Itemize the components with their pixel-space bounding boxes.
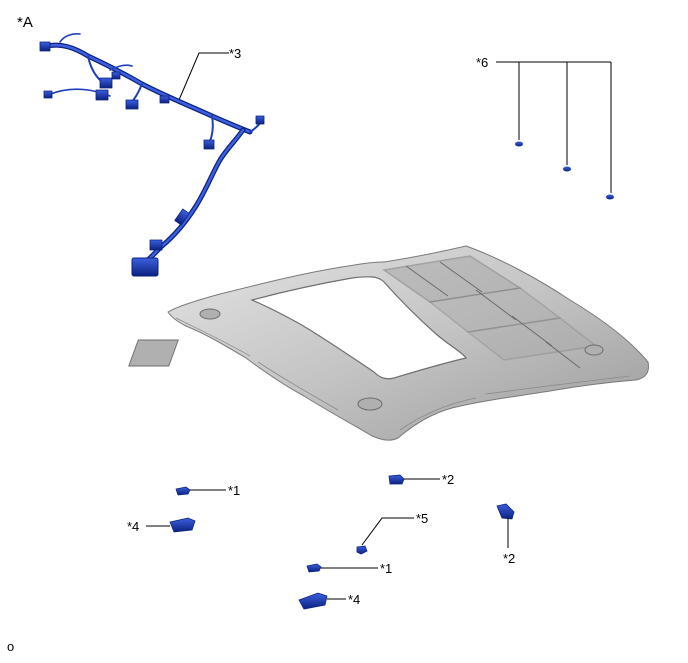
callout-5: *5	[416, 511, 429, 526]
view-label: *A	[17, 14, 33, 31]
clip-center	[388, 474, 405, 485]
callout-1-right: *1	[380, 561, 393, 576]
callout-2-center: *2	[442, 472, 455, 487]
lamp-right	[298, 592, 328, 610]
callout-4-right: *4	[348, 592, 361, 607]
roof-headliner	[128, 245, 649, 441]
lamp-bracket-left	[175, 486, 191, 496]
clip	[606, 194, 614, 200]
lamp-bracket-right	[306, 563, 322, 573]
clips-group	[496, 61, 614, 200]
callout-4-left: *4	[127, 519, 140, 534]
callout-6: *6	[476, 55, 489, 70]
clip	[515, 141, 523, 147]
connector	[39, 41, 51, 52]
connector-main	[131, 257, 159, 277]
clip	[563, 166, 571, 172]
footer-code: o	[7, 639, 15, 654]
sunroof-opening	[250, 276, 467, 380]
clip-right	[496, 503, 515, 520]
small-parts	[146, 474, 515, 610]
clip-small	[356, 545, 368, 555]
callout-3: *3	[229, 46, 242, 61]
lamp-left	[169, 517, 196, 533]
callout-1-left: *1	[228, 483, 241, 498]
wire-harness	[39, 33, 265, 277]
leader-3	[178, 52, 229, 101]
callout-2-right: *2	[503, 551, 516, 566]
